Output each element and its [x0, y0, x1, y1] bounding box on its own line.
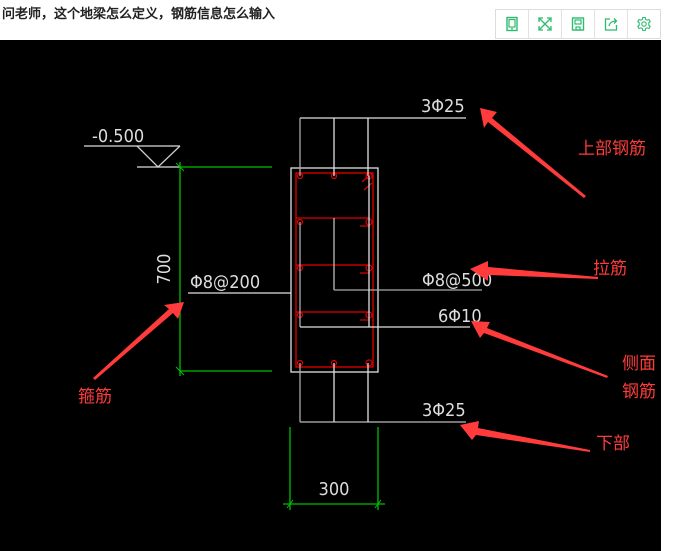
arrow-stirrup [93, 302, 184, 380]
annotation-bottom-rebar: 下部 [596, 434, 630, 454]
fullscreen-button[interactable] [529, 10, 562, 38]
annotation-side-rebar-1: 侧面 [622, 354, 656, 374]
tablet-view-button[interactable] [496, 10, 529, 38]
beam-section-drawing: -0.500 700 300 [78, 96, 656, 510]
tablet-icon [506, 16, 518, 32]
expand-icon [538, 17, 552, 31]
annotation-top-rebar: 上部钢筋 [578, 139, 646, 159]
width-dim-label: 300 [319, 479, 350, 500]
annotation-stirrup: 箍筋 [78, 387, 112, 407]
settings-button[interactable] [628, 10, 660, 38]
save-button[interactable] [562, 10, 595, 38]
arrow-tie-bar [470, 261, 598, 281]
image-toolbar [495, 9, 661, 39]
save-icon [571, 17, 585, 31]
arrow-side-rebar [471, 321, 608, 378]
share-button[interactable] [595, 10, 628, 38]
question-image[interactable]: -0.500 700 300 [0, 40, 661, 551]
gear-icon [637, 16, 651, 32]
annotation-tie-bar: 拉筋 [593, 259, 627, 279]
leader-lines [188, 117, 482, 423]
share-icon [604, 18, 618, 31]
annotation-arrows [93, 108, 608, 452]
bottom-rebar-spec: 3Φ25 [422, 400, 466, 421]
width-dimension: 300 [283, 427, 385, 510]
annotation-side-rebar-2: 钢筋 [622, 382, 656, 402]
question-title: 问老师，这个地梁怎么定义，钢筋信息怎么输入 [2, 7, 276, 22]
tie-bar-spec: Φ8@500 [422, 270, 492, 291]
arrow-bottom-rebar [460, 421, 590, 452]
stirrup-spec: Φ8@200 [190, 272, 260, 293]
height-dim-label: 700 [154, 254, 175, 285]
rebar-dots [296, 172, 373, 367]
top-rebar-spec: 3Φ25 [421, 96, 465, 117]
elevation-marker: -0.500 [84, 126, 181, 168]
height-dimension: 700 [154, 162, 272, 376]
elevation-label: -0.500 [92, 126, 144, 147]
arrow-top-rebar [480, 108, 586, 198]
side-rebar-spec: 6Φ10 [438, 306, 482, 327]
